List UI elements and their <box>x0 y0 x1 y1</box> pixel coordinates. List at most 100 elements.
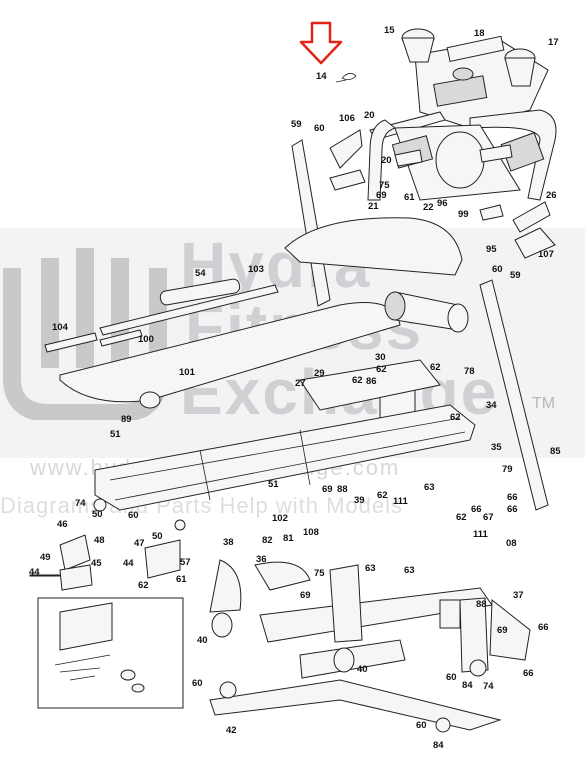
part-callout-62: 62 <box>376 364 387 375</box>
part-callout-50: 50 <box>152 531 163 542</box>
part-callout-35: 35 <box>491 442 502 453</box>
inset-parts <box>54 602 145 693</box>
part-callout-85: 85 <box>550 446 561 457</box>
side-rails <box>44 278 279 353</box>
part-callout-61: 61 <box>176 574 187 585</box>
part-callout-62: 62 <box>138 580 149 591</box>
part-callout-60: 60 <box>314 123 325 134</box>
part-callout-21: 21 <box>368 201 379 212</box>
part-callout-40: 40 <box>357 664 368 675</box>
part-callout-38: 38 <box>223 537 234 548</box>
watermark-subtitle: Diagrams and Parts Help with Models <box>0 493 404 518</box>
part-callout-40: 40 <box>197 635 208 646</box>
part-callout-62: 62 <box>352 375 363 386</box>
part-callout-60: 60 <box>492 264 503 275</box>
part-callout-63: 63 <box>424 482 435 493</box>
part-callout-30: 30 <box>375 352 386 363</box>
arrow-down-icon <box>299 21 343 65</box>
part-callout-69: 69 <box>497 625 508 636</box>
part-callout-104: 104 <box>52 322 69 333</box>
part-callout-48: 48 <box>94 535 105 546</box>
part-callout-59: 59 <box>291 119 302 130</box>
part-callout-66: 66 <box>471 504 482 515</box>
watermark-trademark: TM <box>532 395 556 412</box>
part-callout-102: 102 <box>272 513 288 524</box>
part-callout-14: 14 <box>316 71 327 82</box>
part-callout-17: 17 <box>548 37 559 48</box>
part-callout-57: 57 <box>180 557 191 568</box>
part-callout-89: 89 <box>121 414 132 425</box>
part-callout-36: 36 <box>256 554 267 565</box>
part-callout-67: 67 <box>483 512 494 523</box>
part-callout-50: 50 <box>92 509 103 520</box>
part-callout-18: 18 <box>474 28 485 39</box>
part-callout-62: 62 <box>456 512 467 523</box>
part-callout-84: 84 <box>462 680 473 691</box>
part-callout-39: 39 <box>354 495 365 506</box>
part-callout-103: 103 <box>248 264 264 275</box>
part-callout-74: 74 <box>483 681 494 692</box>
part-callout-08: 08 <box>506 538 517 549</box>
part-callout-60: 60 <box>416 720 427 731</box>
console-assembly <box>329 28 557 221</box>
part-callout-88: 88 <box>337 484 348 495</box>
left-detail-parts <box>29 534 461 629</box>
part-callout-108: 108 <box>303 527 319 538</box>
part-callout-45: 45 <box>91 558 102 569</box>
motor-hood <box>284 217 463 276</box>
part-callout-20: 20 <box>364 110 375 121</box>
part-callout-101: 101 <box>179 367 196 378</box>
part-callout-29: 29 <box>314 368 325 379</box>
part-callout-63: 63 <box>404 565 415 576</box>
incline-frame <box>209 561 502 731</box>
part-callout-75: 75 <box>379 180 390 191</box>
part-callout-75: 75 <box>314 568 325 579</box>
part-callout-42: 42 <box>226 725 237 736</box>
part-callout-47: 47 <box>134 538 145 549</box>
uprights <box>291 129 556 511</box>
part-callout-62: 62 <box>450 412 461 423</box>
incline-bracket <box>209 559 242 613</box>
wire-clip <box>335 73 357 83</box>
part-callout-74: 74 <box>75 498 86 509</box>
part-callout-59: 59 <box>510 270 521 281</box>
part-callout-84: 84 <box>433 740 444 751</box>
part-callout-69: 69 <box>300 590 311 601</box>
part-callout-69: 69 <box>376 190 387 201</box>
part-callout-46: 46 <box>57 519 68 530</box>
part-callout-69: 69 <box>322 484 333 495</box>
part-callout-66: 66 <box>507 492 518 503</box>
part-callout-60: 60 <box>192 678 203 689</box>
part-callout-95: 95 <box>486 244 497 255</box>
part-callout-60: 60 <box>128 510 139 521</box>
part-callout-79: 79 <box>502 464 513 475</box>
part-callout-26: 26 <box>546 190 557 201</box>
part-callout-20: 20 <box>381 155 392 166</box>
part-callout-66: 66 <box>507 504 518 515</box>
part-callout-66: 66 <box>538 622 549 633</box>
part-callout-111: 111 <box>473 529 489 540</box>
part-callout-34: 34 <box>486 400 497 411</box>
part-callout-15: 15 <box>384 25 395 36</box>
part-callout-51: 51 <box>110 429 121 440</box>
wheel-bracket <box>489 598 531 661</box>
part-callout-106: 106 <box>339 113 355 124</box>
part-callout-107: 107 <box>538 249 554 260</box>
part-callout-66: 66 <box>523 668 534 679</box>
part-callout-51: 51 <box>268 479 279 490</box>
part-callout-63: 63 <box>365 563 376 574</box>
part-callout-62: 62 <box>377 490 388 501</box>
part-callout-78: 78 <box>464 366 475 377</box>
part-callout-49: 49 <box>40 552 51 563</box>
part-callout-22: 22 <box>423 202 434 213</box>
part-callout-81: 81 <box>283 533 294 544</box>
part-callout-100: 100 <box>138 334 154 345</box>
part-callout-86: 86 <box>366 376 377 387</box>
part-callout-82: 82 <box>262 535 273 546</box>
part-callout-62: 62 <box>430 362 441 373</box>
part-callout-27: 27 <box>295 378 306 389</box>
part-callout-60: 60 <box>446 672 457 683</box>
